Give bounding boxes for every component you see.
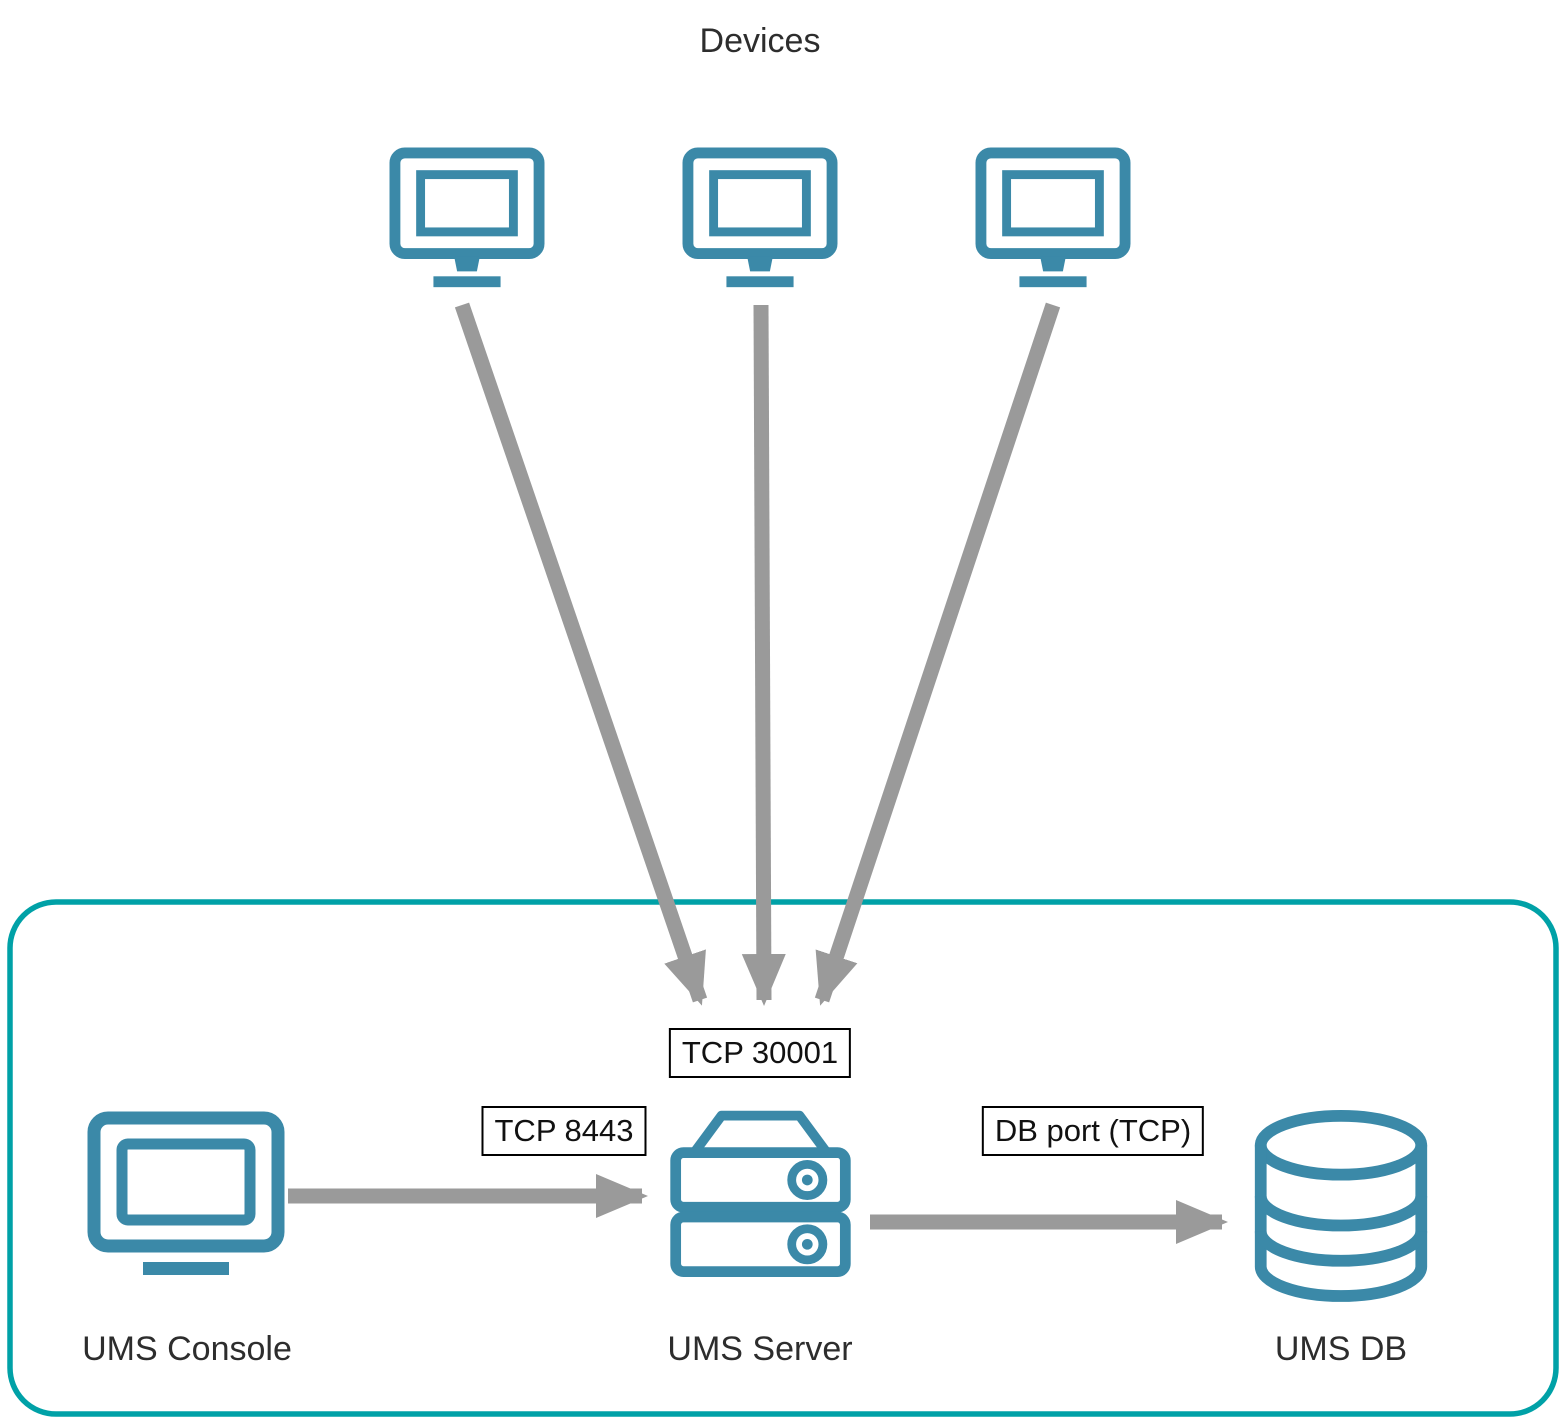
ums-boundary-box (7, 899, 1559, 1417)
port-label-tcp-8443: TCP 8443 (481, 1106, 647, 1156)
arrow-device3-to-server (814, 302, 1061, 1006)
devices-group-label: Devices (699, 22, 821, 60)
ums-db-icon (1248, 1102, 1434, 1313)
ums-console-icon (86, 1110, 286, 1295)
ums-console-label: UMS Console (82, 1330, 292, 1368)
device-monitor-icon-1 (388, 146, 546, 305)
ums-db-label: UMS DB (1274, 1330, 1408, 1368)
ums-server-label: UMS Server (667, 1330, 853, 1368)
arrow-device2-to-server (741, 304, 786, 1006)
arrow-device1-to-server (454, 302, 708, 1006)
device-monitor-icon-2 (681, 146, 839, 305)
device-monitor-icon-3 (974, 146, 1132, 305)
port-label-tcp-30001: TCP 30001 (668, 1028, 852, 1078)
ums-server-icon (663, 1100, 858, 1300)
port-label-db-port: DB port (TCP) (981, 1106, 1205, 1156)
